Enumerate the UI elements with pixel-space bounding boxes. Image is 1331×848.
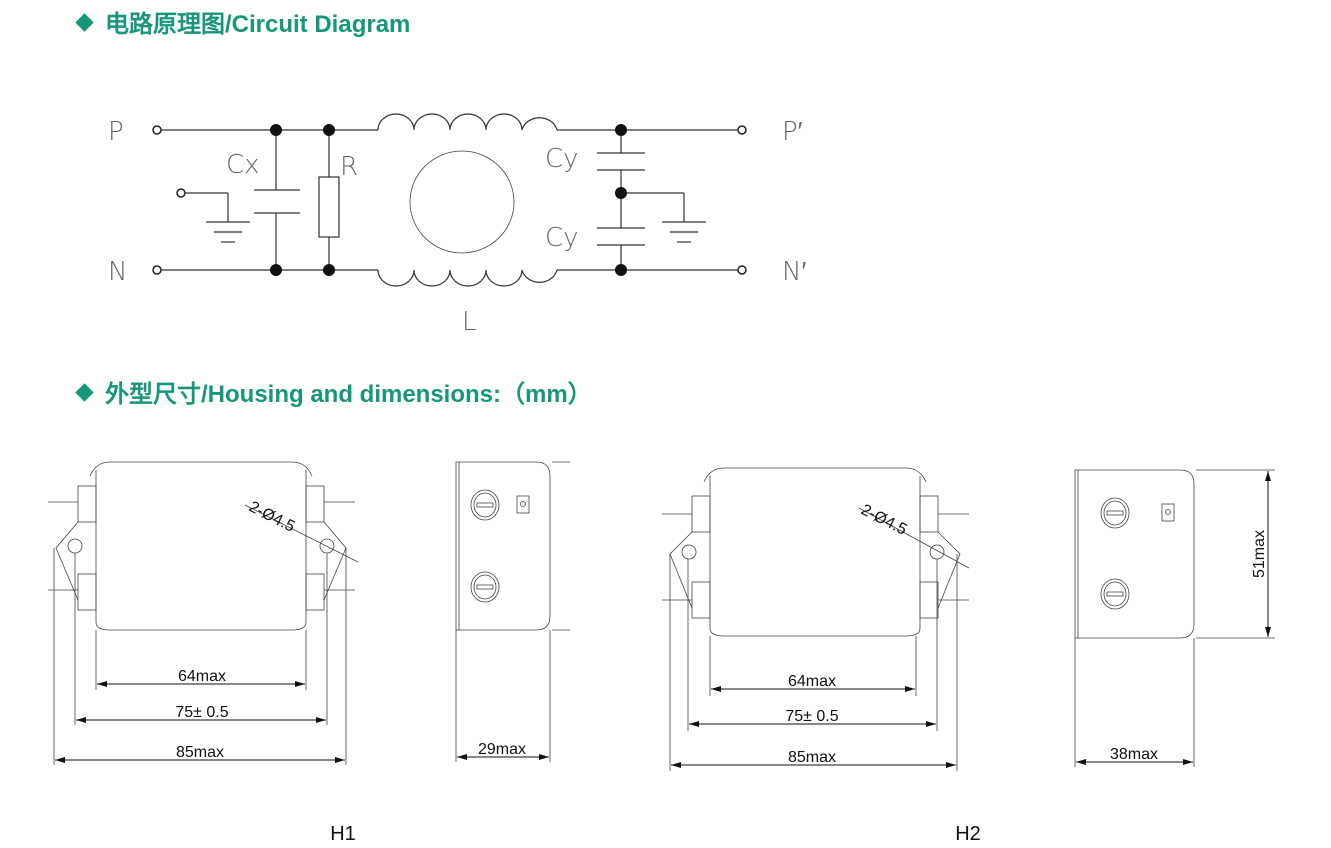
terminal-circles — [152, 125, 747, 275]
h1-label: H1 — [330, 823, 356, 845]
junction-dots — [270, 124, 627, 276]
h1-dim-mount: 75± 0.5 — [175, 704, 228, 721]
h1-front-view: 64max 75± 0.5 85max 2-Ø4.5 — [48, 461, 359, 765]
terminal-n-out-label: N′ — [782, 257, 806, 287]
cx-label: Cx — [226, 150, 260, 180]
circuit-title: 电路原理图/Circuit Diagram — [105, 11, 411, 38]
inductor-label: L — [462, 307, 477, 337]
h1-side-view: 29max — [455, 461, 570, 762]
circuit-diagram: P N P′ N′ Cx R Cy Cy L — [108, 113, 806, 337]
h1-hole-label: 2-Ø4.5 — [246, 498, 297, 535]
h1-dim-inner: 64max — [178, 668, 226, 685]
r-label: R — [340, 152, 358, 182]
section-header-circuit: 电路原理图/Circuit Diagram — [75, 4, 411, 39]
h2-dim-mount: 75± 0.5 — [785, 708, 838, 725]
section-header-housing: 外型尺寸/Housing and dimensions:（mm） — [75, 374, 592, 409]
h2-dim-inner: 64max — [788, 673, 836, 690]
h2-hole-label: 2-Ø4.5 — [858, 501, 909, 538]
h2-dim-overall: 85max — [788, 749, 836, 766]
h1-dim-overall: 85max — [176, 744, 224, 761]
h2-dim-height: 51max — [1251, 530, 1268, 578]
circuit-wires — [160, 113, 738, 287]
h2-side-view: 38max 51max — [1074, 469, 1275, 767]
h1-dim-depth: 29max — [478, 741, 526, 758]
cy-top-label: Cy — [545, 144, 579, 174]
terminal-n-label: N — [108, 257, 127, 287]
terminal-p-label: P — [108, 117, 124, 147]
h2-label: H2 — [955, 823, 981, 845]
housing-title: 外型尺寸/Housing and dimensions:（mm） — [105, 381, 592, 408]
h2-dim-depth: 38max — [1110, 746, 1158, 763]
terminal-p-out-label: P′ — [782, 117, 803, 147]
cy-bottom-label: Cy — [545, 223, 579, 253]
h2-front-view: 64max 75± 0.5 85max 2-Ø4.5 — [662, 467, 970, 771]
